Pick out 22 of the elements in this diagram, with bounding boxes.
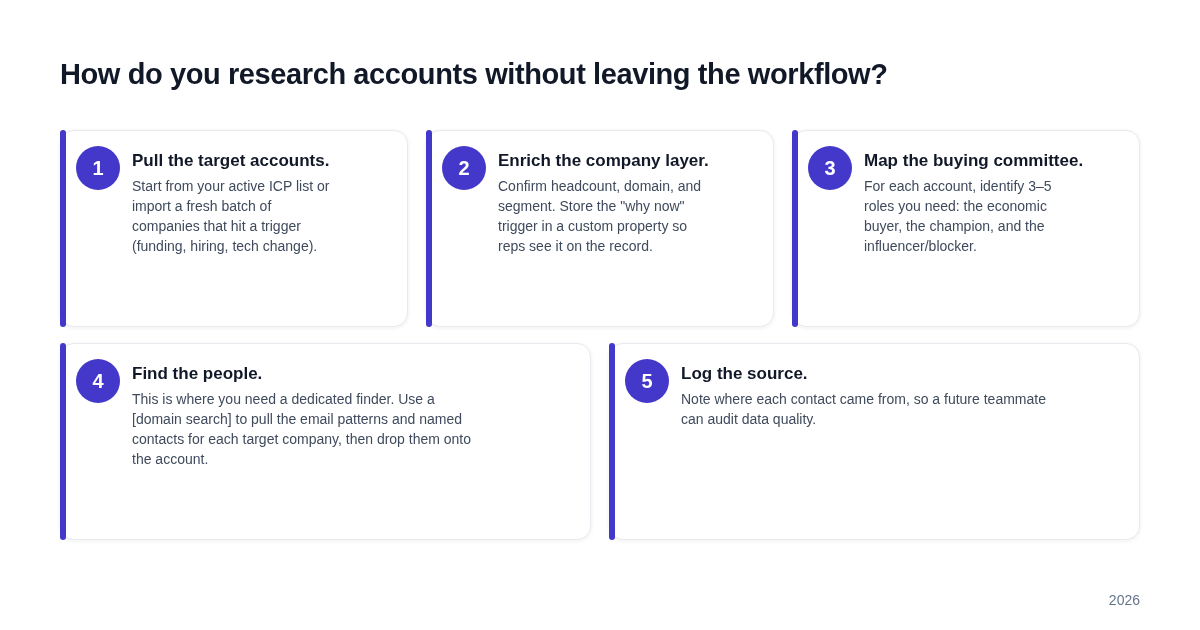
page-title: How do you research accounts without leaving the workflow?	[60, 57, 888, 92]
step-description: This is where you need a dedicated finder. Use a [domain search] to pull the email patterns and named contacts for each target company, then drop them onto the account.	[132, 390, 473, 469]
step-number: 2	[442, 146, 486, 190]
step-description: Confirm headcount, domain, and segment. Store the "why now" trigger in a custom property so reps see it on the record.	[498, 177, 703, 256]
step-description: Note where each contact came from, so a future teammate can audit data quality.	[681, 390, 1047, 429]
step-heading: Log the source.	[681, 363, 808, 385]
year-label: 2026	[1108, 591, 1140, 609]
step-description: For each account, identify 3–5 roles you need: the economic buyer, the champion, and the influencer/blocker.	[864, 177, 1053, 256]
step-heading: Find the people.	[132, 363, 263, 385]
step-heading: Pull the target accounts.	[132, 150, 330, 172]
step-heading: Map the buying committee.	[864, 150, 1084, 172]
step-heading: Enrich the company layer.	[498, 150, 709, 172]
step-card	[60, 343, 591, 540]
step-card	[609, 343, 1140, 540]
step-card	[792, 130, 1140, 327]
step-number: 4	[76, 359, 120, 403]
step-number: 3	[808, 146, 852, 190]
step-description: Start from your active ICP list or import a fresh batch of companies that hit a trigger (funding, hiring, tech change).	[132, 177, 331, 256]
step-number: 5	[625, 359, 669, 403]
step-card	[426, 130, 774, 327]
step-number: 1	[76, 146, 120, 190]
step-card	[60, 130, 408, 327]
